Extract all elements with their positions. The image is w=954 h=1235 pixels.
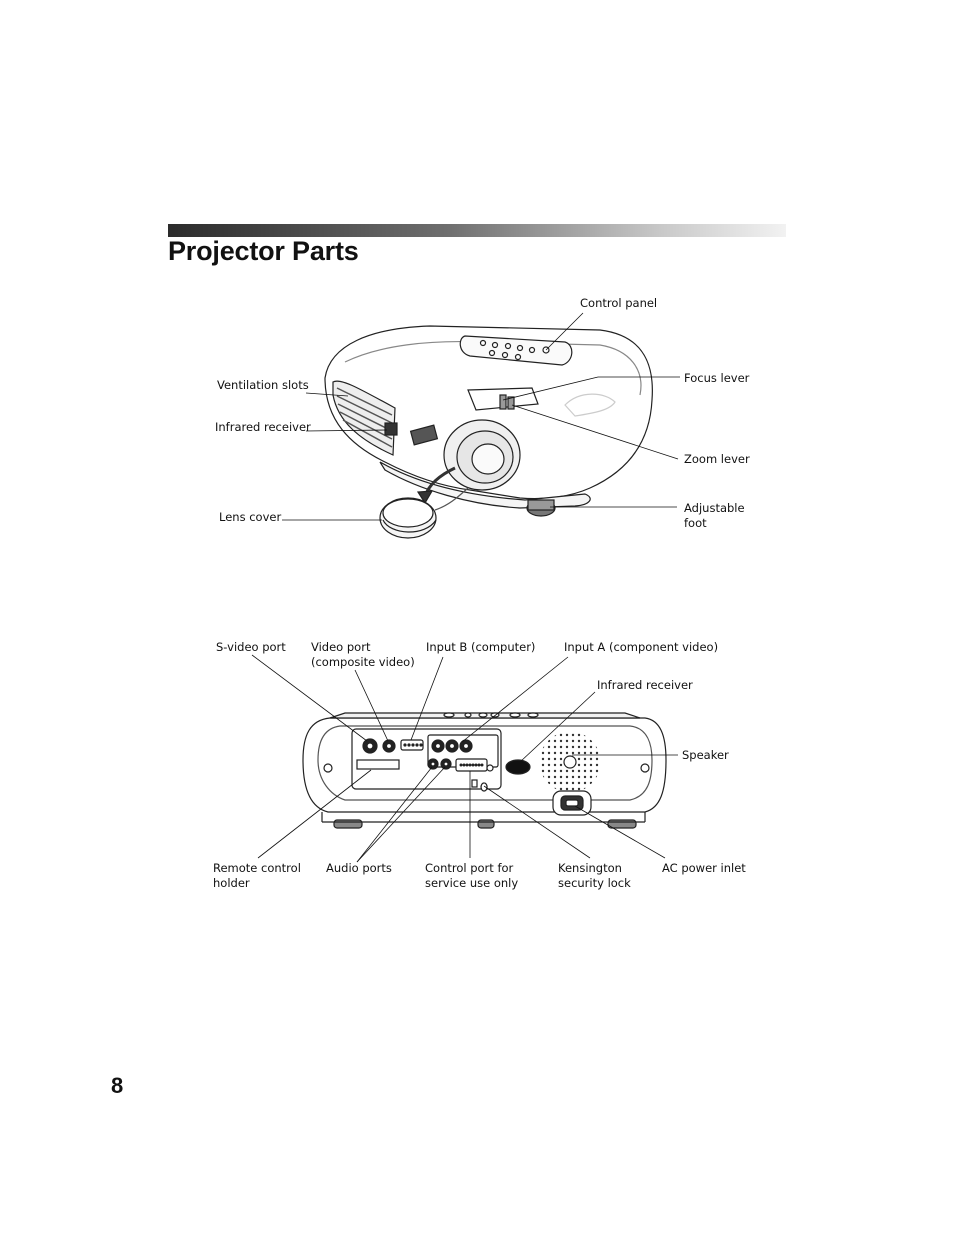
- label-infrared-receiver-rear: Infrared receiver: [597, 678, 693, 692]
- label-video-port: Video port (composite video): [311, 640, 415, 669]
- label-speaker: Speaker: [682, 748, 729, 762]
- label-focus-lever: Focus lever: [684, 371, 750, 385]
- label-input-b: Input B (computer): [426, 640, 536, 654]
- label-zoom-lever: Zoom lever: [684, 452, 750, 466]
- label-lens-cover: Lens cover: [219, 510, 282, 524]
- label-kensington-lock: Kensington security lock: [558, 861, 631, 890]
- label-remote-control-holder: Remote control holder: [213, 861, 301, 890]
- label-adjustable-foot: Adjustable foot: [684, 501, 745, 530]
- label-ac-power-inlet: AC power inlet: [662, 861, 746, 875]
- label-input-a: Input A (component video): [564, 640, 719, 654]
- rear-projector-illustration: [302, 712, 667, 829]
- label-ventilation-slots: Ventilation slots: [217, 378, 309, 392]
- front-projector-illustration: [324, 325, 653, 539]
- page-number: 8: [111, 1073, 124, 1098]
- rear-leader-lines: [251, 654, 678, 863]
- label-control-port: Control port for service use only: [425, 861, 519, 890]
- label-infrared-receiver-front: Infrared receiver: [215, 420, 311, 434]
- label-control-panel: Control panel: [580, 296, 658, 310]
- front-leader-lines: [282, 312, 680, 521]
- label-s-video-port: S-video port: [216, 640, 286, 654]
- label-audio-ports: Audio ports: [326, 861, 392, 875]
- page-title: Projector Parts: [168, 236, 359, 266]
- header-gradient-bar: [168, 224, 786, 237]
